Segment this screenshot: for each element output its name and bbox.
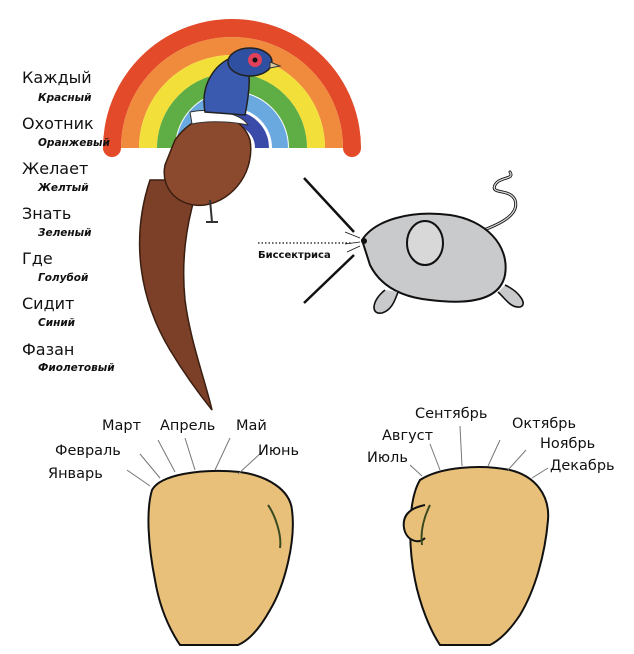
mnemonic-color: Голубой — [38, 272, 88, 284]
mnemonic-color: Оранжевый — [38, 137, 110, 149]
mouse-ear — [407, 221, 443, 265]
month-november: Ноябрь — [540, 436, 595, 452]
month-may: Май — [236, 418, 267, 434]
mouse-hind-paw — [498, 285, 523, 307]
month-september: Сентябрь — [415, 406, 487, 422]
left-fist: Январь Февраль Март Апрель Май Июнь — [48, 418, 299, 645]
pheasant-tail — [140, 180, 212, 410]
mnemonic-color: Зеленый — [38, 227, 92, 239]
mnemonic-word: Охотник — [22, 114, 94, 133]
mnemonic-color: Желтый — [38, 182, 89, 194]
mouse-whiskers — [345, 232, 360, 252]
month-april: Апрель — [160, 418, 215, 434]
mnemonic-word: Желает — [22, 159, 88, 178]
month-august: Август — [382, 428, 434, 444]
mouse-nose — [361, 238, 367, 244]
mnemonic-color: Синий — [38, 317, 75, 329]
month-february: Февраль — [55, 443, 121, 459]
month-march: Март — [102, 418, 142, 434]
mouse-figure: Биссектриса — [258, 172, 523, 313]
mnemonic-word: Фазан — [22, 340, 74, 359]
bisector-label: Биссектриса — [258, 250, 331, 261]
month-october: Октябрь — [512, 416, 576, 432]
month-january: Январь — [48, 466, 103, 482]
angle-ray-upper — [304, 178, 354, 232]
month-july: Июль — [367, 450, 408, 466]
pheasant-eye — [253, 58, 258, 63]
mnemonic-word: Каждый — [22, 68, 92, 87]
month-december: Декабрь — [550, 458, 615, 474]
mnemonic-word: Знать — [22, 204, 71, 223]
mouse-front-paw — [374, 290, 398, 313]
month-june: Июнь — [258, 443, 299, 459]
mnemonic-color: Красный — [38, 92, 92, 104]
left-fist-shape — [148, 471, 292, 645]
right-fist: Июль Август Сентябрь Октябрь Ноябрь Дека… — [367, 406, 615, 645]
right-fist-shape — [410, 467, 548, 645]
mnemonic-word: Где — [22, 249, 53, 268]
mnemonic-color: Фиолетовый — [38, 362, 115, 374]
angle-ray-lower — [304, 255, 354, 303]
mnemonic-word: Сидит — [22, 294, 74, 313]
